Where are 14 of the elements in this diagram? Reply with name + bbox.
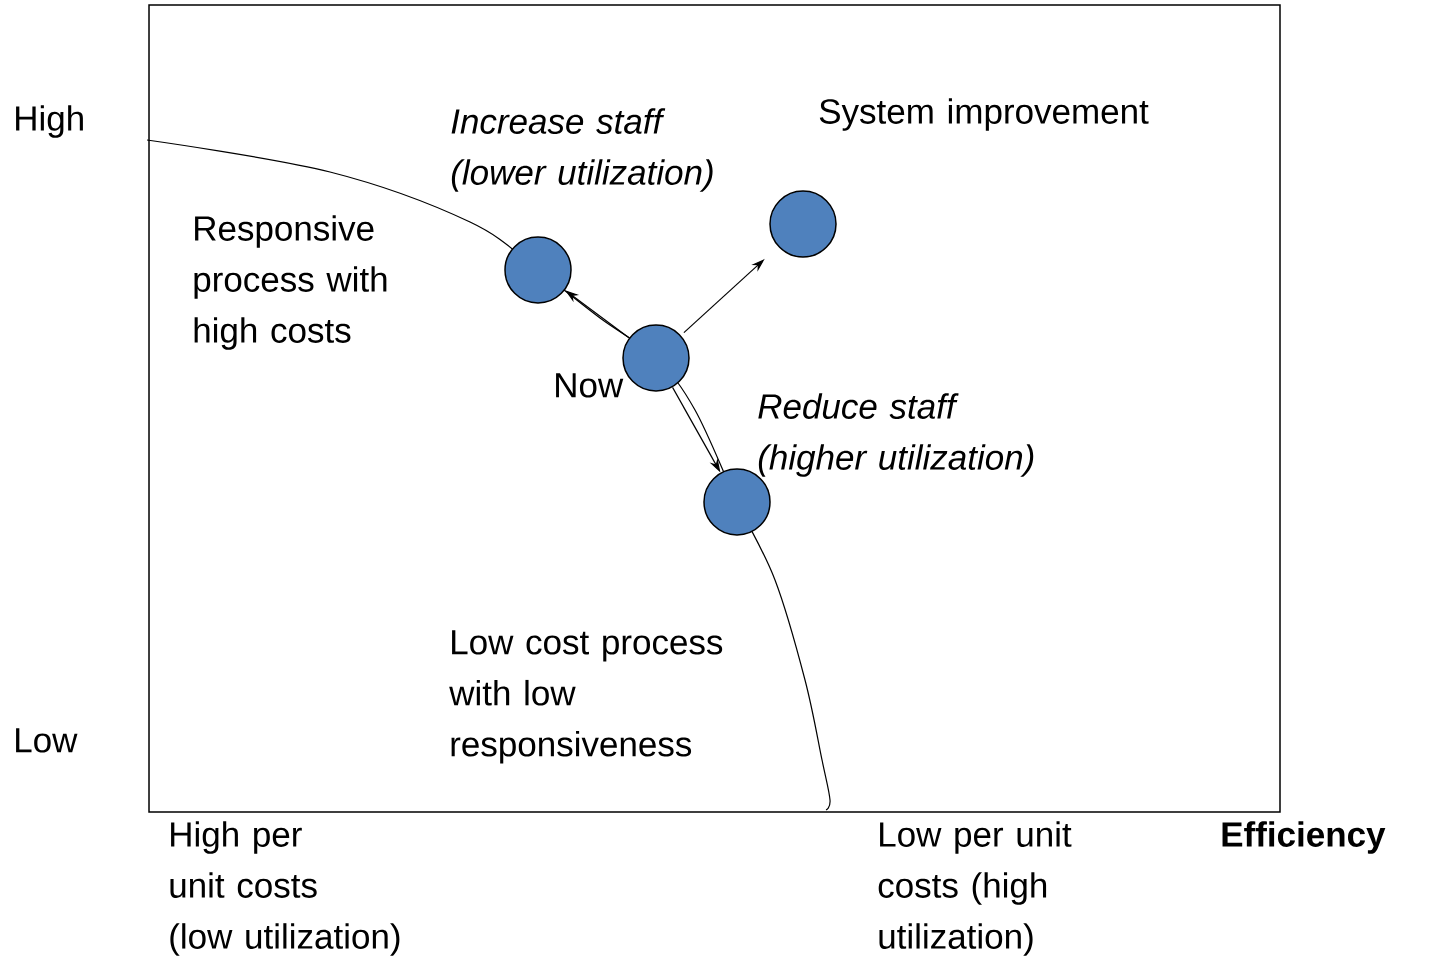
axis-label: Low per unit costs (high utilization) bbox=[878, 821, 1072, 956]
marker-circle bbox=[769, 190, 837, 258]
axis-label: High bbox=[16, 105, 83, 138]
marker-circle bbox=[622, 324, 690, 392]
point-label: Reduce staff (higher utilization) bbox=[758, 393, 1034, 477]
region-label: Low cost process with low responsiveness bbox=[449, 630, 723, 764]
axis-label: Low bbox=[16, 728, 78, 753]
point-label: Increase staff (lower utilization) bbox=[451, 108, 713, 192]
point-label: Now bbox=[556, 373, 624, 398]
marker-circle bbox=[504, 236, 572, 304]
axis-label: High per unit costs (low utilization) bbox=[170, 821, 400, 956]
region-label: Responsive process with high costs bbox=[194, 215, 387, 350]
axis-title: Efficiency bbox=[1222, 821, 1386, 854]
point-label: System improvement bbox=[819, 98, 1149, 131]
